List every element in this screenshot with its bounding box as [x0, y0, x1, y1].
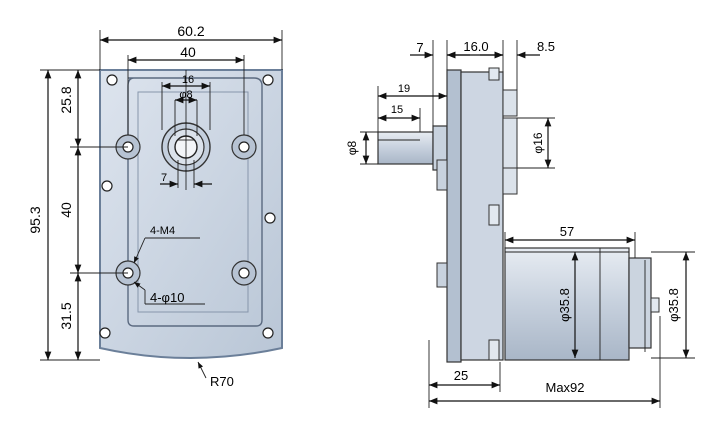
front-view: 60.2 40 16 φ8 7 95.3 25.8 40 [27, 23, 283, 389]
gearbox-plate [446, 69, 462, 363]
motor-body [504, 247, 630, 361]
dim-motor-length: 57 [560, 224, 574, 239]
dim-shaft-length: 19 [398, 83, 410, 95]
dim-shaft-key: 15 [391, 104, 403, 116]
dim-overall-width: 60.2 [177, 23, 204, 39]
dim-boss-dia: φ16 [531, 132, 545, 153]
label-threads: 4-M4 [150, 225, 175, 237]
dim-gearbox-depth: 16.0 [463, 39, 488, 54]
dim-top-offset: 25.8 [58, 86, 74, 113]
dim-motor-dia: φ35.8 [557, 288, 572, 322]
dim-motor-extra: 8.5 [537, 39, 555, 54]
label-radius: R70 [210, 374, 234, 389]
dim-shaft-boss: 16 [182, 74, 194, 86]
dim-side-shaft-dia: φ8 [345, 140, 359, 155]
boss-bump-2 [502, 117, 518, 169]
boss-bump-1 [502, 89, 518, 117]
dim-mount-offset: 25 [454, 368, 468, 383]
side-shaft [377, 131, 434, 165]
side-view: 7 16.0 8.5 19 15 φ8 φ16 57 φ35.8 φ35.8 [345, 39, 695, 408]
motor-endcap [628, 257, 652, 349]
boss-bump-3 [502, 167, 518, 195]
dim-inner-width: 40 [180, 44, 196, 60]
dim-shaft-dia: φ8 [179, 89, 192, 101]
dim-motor-dia-end: φ35.8 [666, 288, 681, 322]
corner-hole-tr [262, 74, 274, 86]
side-hole-r1 [264, 212, 276, 224]
corner-hole-br [262, 327, 274, 339]
corner-hole-tl [106, 74, 118, 86]
boss-br [231, 260, 257, 286]
label-holes: 4-φ10 [150, 290, 184, 305]
dim-hole-spacing: 40 [58, 202, 74, 218]
side-hole-l1 [101, 180, 113, 192]
inner-panel [127, 77, 263, 327]
dim-total-height: 95.3 [27, 206, 43, 233]
corner-hole-bl [99, 327, 111, 339]
dim-shaft-flat: 7 [416, 40, 423, 55]
dim-flat: 7 [161, 172, 167, 184]
dim-max-length: Max92 [545, 380, 584, 395]
dim-bottom-offset: 31.5 [58, 302, 74, 329]
boss-tr [231, 134, 257, 160]
